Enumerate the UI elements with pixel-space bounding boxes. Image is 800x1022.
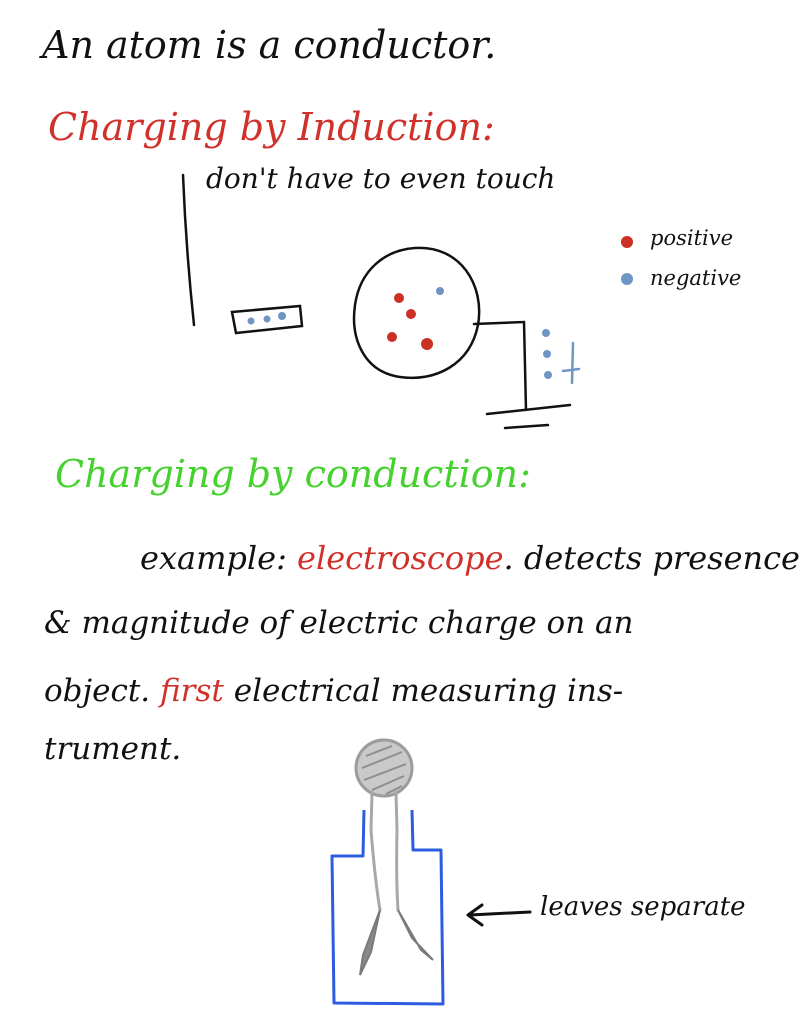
- rod-negative-charge: [278, 312, 286, 320]
- charged-rod: [230, 304, 304, 335]
- induction-diagram: [181, 173, 581, 430]
- electroscope-drawing: [330, 738, 445, 1006]
- example-line: example: electroscope. detects presence: [140, 542, 800, 574]
- knob-scribble: [361, 745, 407, 795]
- sphere-positive-charge: [406, 309, 416, 319]
- ground-symbol-line: [485, 403, 572, 416]
- example-rest: . detects presence: [503, 539, 800, 577]
- ground-negative-charge: [543, 350, 551, 358]
- legend-positive-dot: [621, 236, 633, 248]
- induction-heading: Charging by Induction:: [48, 105, 495, 149]
- vertical-divider-line: [181, 173, 196, 327]
- line3-first: first: [160, 673, 224, 709]
- leaves-pointer-arrow-icon: [466, 903, 532, 927]
- electroscope-leaf-left: [359, 909, 381, 976]
- electroscope-jar: [330, 809, 445, 1006]
- example-term: electroscope: [297, 539, 504, 577]
- charge-flow-arrow-icon: [561, 341, 581, 385]
- line3-rest: electrical measuring ins-: [233, 673, 624, 709]
- description-line-4: trument.: [44, 731, 182, 767]
- example-prefix: example:: [140, 539, 287, 577]
- electroscope-stem: [369, 790, 400, 912]
- induction-note: don't have to even touch: [206, 162, 556, 195]
- sphere-positive-charge: [394, 293, 404, 303]
- legend-negative-label: negative: [650, 266, 742, 290]
- description-line-2: & magnitude of electric charge on an: [44, 605, 634, 641]
- ground-symbol-line: [503, 423, 550, 430]
- sphere-negative-charge: [436, 287, 444, 295]
- conductor-sphere: [352, 246, 481, 380]
- sphere-positive-charge: [387, 332, 397, 342]
- legend-negative-dot: [621, 273, 633, 285]
- ground-negative-charge: [544, 371, 552, 379]
- conduction-heading: Charging by conduction:: [55, 452, 531, 496]
- electroscope-leaf-right: [397, 909, 434, 961]
- sphere-positive-charge: [421, 338, 433, 350]
- ground-wire: [472, 320, 528, 412]
- rod-negative-charge: [263, 315, 271, 323]
- rod-negative-charge: [247, 317, 255, 325]
- line3-prefix: object.: [44, 673, 151, 709]
- leaves-annotation: leaves separate: [540, 892, 746, 922]
- atom-statement: An atom is a conductor.: [42, 23, 497, 67]
- description-line-3: object. first electrical measuring ins-: [44, 676, 623, 707]
- legend-positive-label: positive: [650, 226, 734, 250]
- ground-negative-charge: [542, 329, 550, 337]
